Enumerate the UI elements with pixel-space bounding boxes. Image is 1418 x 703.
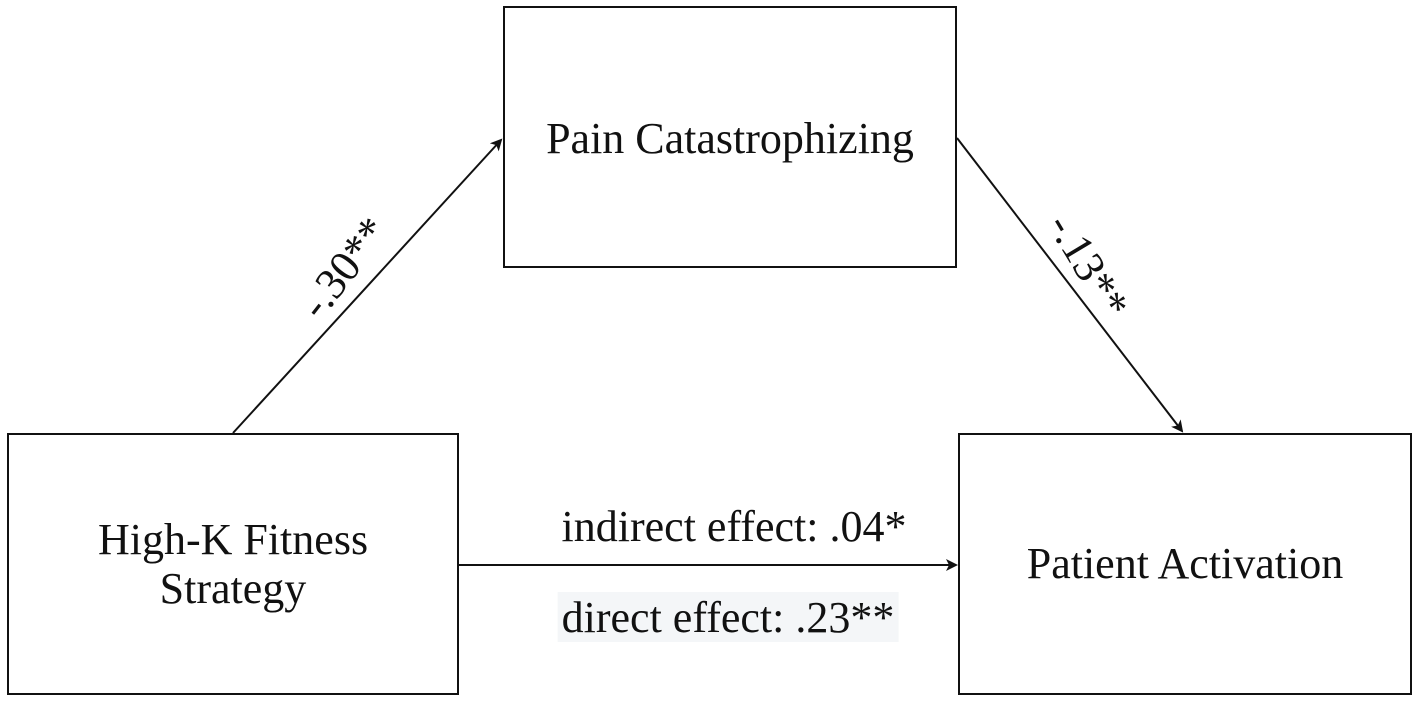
predictor-label-line1: High-K Fitness	[97, 514, 369, 564]
outcome-label: Patient Activation	[1026, 539, 1344, 589]
predictor-box: High-K Fitness Strategy	[7, 433, 459, 695]
predictor-label-line2: Strategy	[159, 564, 307, 613]
mediator-label: Pain Catastrophizing	[546, 114, 914, 163]
arrow-predictor-to-mediator	[232, 138, 503, 434]
arrow-mediator-to-outcome	[956, 137, 1184, 433]
direct-effect-label: direct effect: .23**	[557, 592, 899, 642]
indirect-effect-label: indirect effect: .04*	[561, 502, 907, 551]
mediator-box: Pain Catastrophizing	[503, 6, 957, 268]
outcome-box: Patient Activation	[958, 433, 1412, 695]
